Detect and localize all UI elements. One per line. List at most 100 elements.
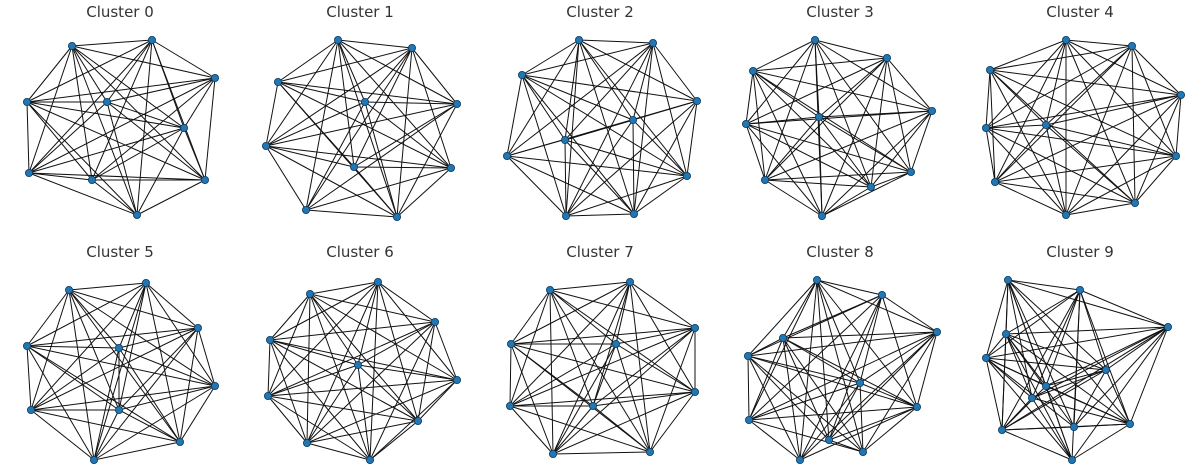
graph-edge [106, 101, 185, 129]
graph-edge [985, 127, 1067, 216]
graph-edge [764, 179, 872, 188]
node-group [261, 36, 461, 221]
graph-edge [1131, 45, 1182, 96]
graph-node [22, 98, 31, 107]
graph-edge [565, 100, 698, 217]
graph-node [779, 334, 788, 343]
graph-node [373, 278, 382, 287]
graph-edge [1001, 429, 1073, 461]
cluster-graph [981, 276, 1172, 464]
graph-edge [71, 45, 93, 181]
graph-edge [369, 321, 436, 461]
graph-node [682, 171, 691, 180]
graph-edge [985, 127, 996, 183]
graph-edge [1045, 124, 1067, 216]
graph-edge [578, 39, 654, 44]
graph-edge [506, 39, 580, 157]
graph-edge [747, 279, 818, 357]
graph-node [334, 36, 343, 45]
edge-group [267, 281, 458, 461]
graph-node [303, 438, 312, 447]
graph-node [1042, 121, 1051, 130]
graph-edge [269, 339, 359, 366]
graph-edge [814, 39, 888, 59]
graph-edge [417, 379, 458, 422]
graph-edge [821, 110, 933, 217]
graph-edge [910, 110, 933, 173]
graph-node [906, 167, 915, 176]
graph-edge [1045, 289, 1081, 387]
graph-node [175, 437, 184, 446]
graph-edge [747, 355, 801, 461]
graph-edge [204, 77, 216, 181]
graph-edge [745, 123, 823, 217]
graph-edge [799, 279, 818, 461]
graph-edge [267, 395, 419, 422]
graph-edge [71, 45, 216, 79]
graph-node [1127, 42, 1136, 51]
graph-edge [277, 81, 366, 103]
graph-edge [179, 385, 216, 443]
graph-edge [309, 293, 359, 366]
graph-edge [106, 77, 216, 103]
graph-node [813, 276, 822, 285]
graph-node [88, 175, 97, 184]
graph-edge [265, 145, 307, 211]
graph-edge [552, 405, 594, 455]
graph-edge [26, 282, 147, 347]
graph-edge [828, 331, 938, 441]
graph-edge [552, 327, 696, 455]
node-group [743, 276, 941, 464]
graph-node [22, 342, 31, 351]
graph-edge [745, 116, 820, 125]
graph-edge [71, 45, 185, 129]
graph-edge [552, 451, 651, 455]
graph-edge [309, 293, 419, 422]
graph-edge [277, 47, 413, 83]
graph-edge [357, 364, 419, 422]
graph-edge [1005, 326, 1169, 335]
graph-edge [145, 282, 216, 387]
graph-edge [615, 327, 696, 345]
graph-edge [305, 103, 458, 211]
graph-edge [509, 405, 651, 453]
graph-node [1068, 455, 1077, 464]
graph-node [866, 182, 875, 191]
graph-edge [364, 101, 458, 105]
graph-edge [91, 179, 138, 216]
graph-edge [828, 406, 918, 441]
graph-edge [1065, 202, 1136, 216]
graph-edge [985, 357, 1073, 461]
graph-edge [985, 357, 1107, 371]
graph-edge [26, 345, 181, 443]
graph-node [561, 135, 570, 144]
graph-edge [1045, 326, 1169, 387]
graph-node [518, 71, 527, 80]
graph-edge [68, 282, 147, 291]
graph-node [306, 290, 315, 299]
graph-edge [93, 409, 120, 461]
graph-edge [764, 171, 912, 181]
graph-edge [91, 77, 216, 181]
graph-node [141, 279, 150, 288]
graph-edge [615, 343, 651, 453]
graph-edge [306, 420, 419, 444]
graph-edge [828, 439, 864, 453]
graph-node [413, 416, 422, 425]
graph-node [1062, 210, 1071, 219]
graph-edge [985, 124, 1047, 129]
graph-edge [28, 45, 73, 174]
graph-edge [151, 39, 216, 79]
graph-node [628, 116, 637, 125]
graph-edge [28, 101, 108, 174]
graph-edge [916, 331, 938, 408]
edge-group [985, 279, 1169, 461]
graph-edge [1045, 369, 1107, 387]
graph-edge [985, 333, 1007, 359]
graph-edge [26, 345, 216, 387]
graph-edge [377, 281, 419, 422]
graph-edge [1007, 279, 1169, 328]
graph-node [811, 36, 820, 45]
cluster-graph [263, 278, 461, 464]
